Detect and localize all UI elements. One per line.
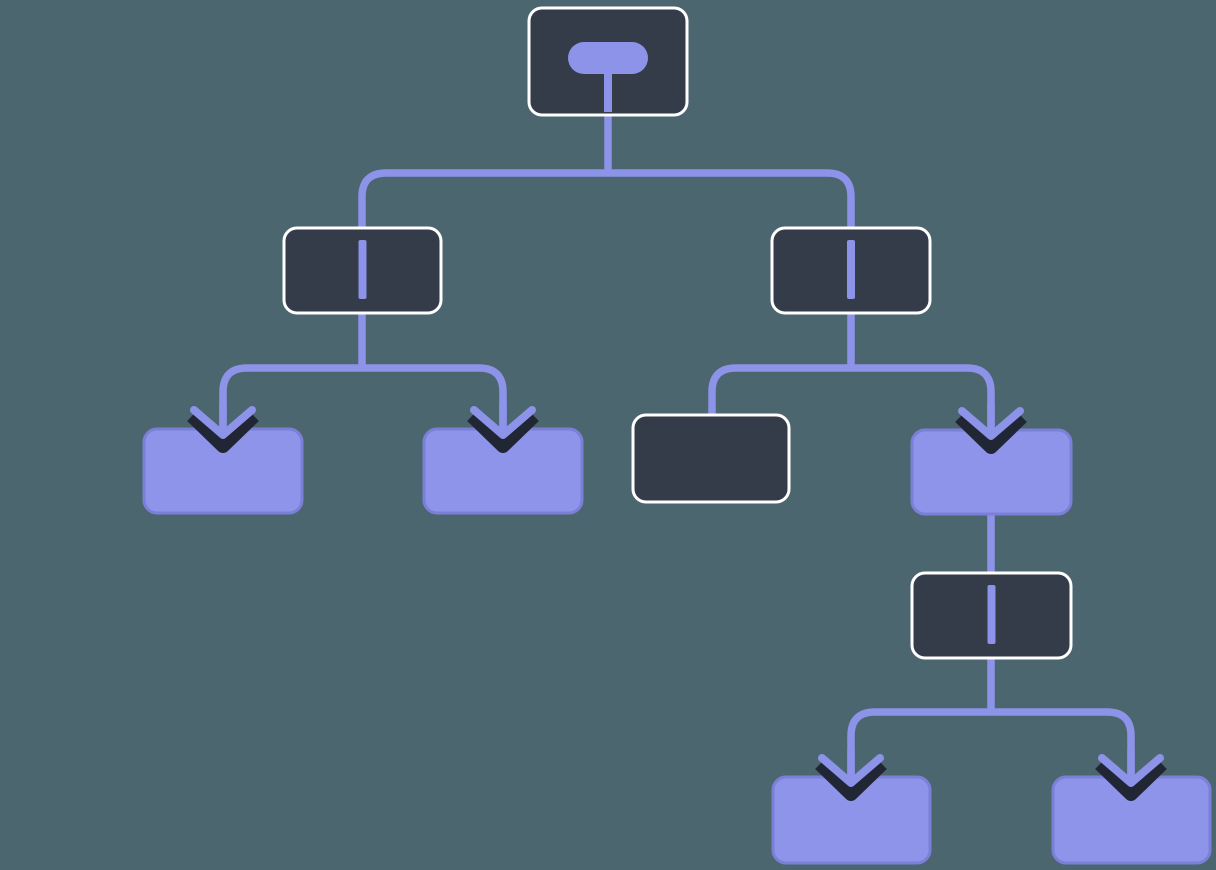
connector-right-fork <box>708 364 995 434</box>
root-pill-stem <box>604 66 612 112</box>
arrow-chevron-dark-icon <box>467 410 539 453</box>
node-divider-bar <box>358 240 367 299</box>
arrow-chevron-purple-icon <box>958 407 1024 440</box>
arrow-chevron-dark-icon <box>187 410 259 453</box>
arrow-chevron-purple-icon <box>470 406 536 439</box>
arrow-chevron-purple-icon <box>190 406 256 439</box>
node-right-child-plain[interactable] <box>631 413 791 504</box>
arrow-chevron-purple-icon <box>818 754 884 787</box>
connector-top-fork <box>358 169 855 228</box>
node-divider-bar <box>847 240 855 299</box>
arrow-chevron-dark-icon <box>1095 758 1167 801</box>
arrow-chevron-dark-icon <box>815 758 887 801</box>
root-pill-icon <box>568 42 648 74</box>
node-divider-bar <box>987 585 996 644</box>
arrow-chevron-purple-icon <box>1098 754 1164 787</box>
connector-left-fork <box>219 364 507 434</box>
connector-bottom-fork <box>847 708 1135 781</box>
arrow-chevron-dark-icon <box>955 411 1027 454</box>
